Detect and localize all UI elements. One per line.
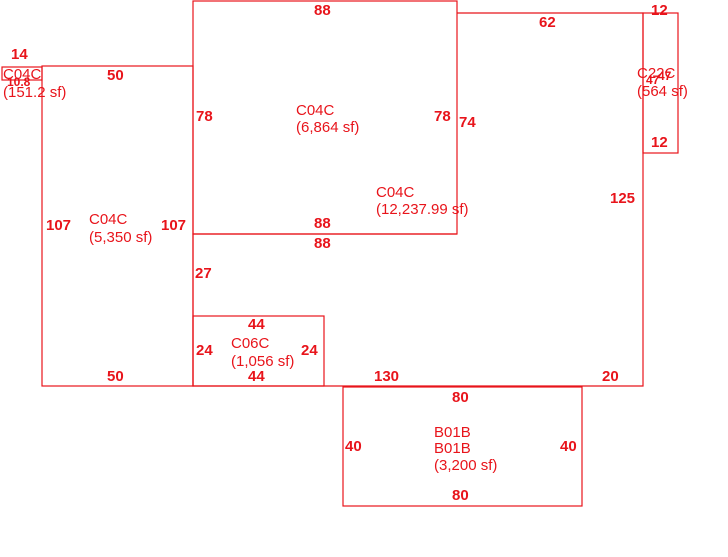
area-c04c-main-dim-bottom: 130 — [374, 368, 399, 385]
area-c04c-upper-dim-bottom: 88 — [314, 215, 331, 232]
area-c22c-size: (564 sf) — [637, 83, 688, 100]
area-c04c-small[interactable]: 14 10.8 C04C (151.2 sf) — [1, 46, 66, 101]
area-c04c-left-dim-top: 50 — [107, 67, 124, 84]
area-c04c-left-code: C04C — [89, 211, 128, 228]
area-c06c-dim-bottom: 44 — [248, 368, 265, 385]
area-c22c-code: C22C — [637, 65, 676, 82]
area-c04c-main-code: C04C — [376, 184, 415, 201]
area-c06c[interactable]: 44 24 44 24 C06C (1,056 sf) — [192, 315, 325, 387]
area-c22c-dim-left: 47 — [646, 73, 660, 87]
area-c04c-upper-code: C04C — [296, 102, 335, 119]
area-c04c-main-dim-left-upper: 74 — [459, 114, 476, 131]
area-c04c-upper-dim-right: 78 — [434, 108, 451, 125]
area-c06c-code: C06C — [231, 335, 270, 352]
area-c06c-outline — [192, 315, 325, 387]
area-c04c-left-dim-bottom: 50 — [107, 368, 124, 385]
area-c04c-small-size: (151.2 sf) — [3, 84, 66, 101]
area-c04c-upper[interactable]: 88 78 88 78 C04C (6,864 sf) — [192, 0, 458, 235]
area-c22c-dim-bottom: 12 — [651, 134, 668, 151]
area-c04c-main-dim-right: 125 — [610, 190, 635, 207]
area-c22c[interactable]: 12 12 47 47 C22C (564 sf) — [637, 2, 688, 154]
area-c04c-small-overlap-label: 10.8 — [7, 75, 31, 89]
area-c04c-upper-dim-top: 88 — [314, 2, 331, 19]
area-c04c-main-dim-top: 62 — [539, 14, 556, 31]
area-b01b-dim-right: 40 — [560, 438, 577, 455]
area-c04c-left-dim-right: 107 — [161, 217, 186, 234]
area-c04c-main[interactable]: 62 74 125 88 27 130 20 C04C (12,237.99 s… — [192, 12, 644, 387]
area-b01b-size: (3,200 sf) — [434, 457, 497, 474]
area-b01b-code: B01B — [434, 424, 471, 441]
area-c22c-outline — [642, 12, 679, 154]
area-c04c-left[interactable]: 50 107 50 107 C04C (5,350 sf) — [41, 65, 194, 387]
area-b01b-dim-bottom: 80 — [452, 487, 469, 504]
area-c04c-main-dim-left-lower: 27 — [195, 265, 212, 282]
area-c04c-main-dim-bottom-right: 20 — [602, 368, 619, 385]
area-c04c-left-dim-left: 107 — [46, 217, 71, 234]
area-c06c-dim-top: 44 — [248, 316, 265, 333]
area-c22c-dim-right: 47 — [658, 69, 672, 83]
area-b01b-outline — [342, 386, 583, 507]
area-b01b[interactable]: 80 40 80 40 B01B B01B (3,200 sf) — [342, 386, 583, 507]
area-c04c-small-dim-top: 14 — [11, 46, 28, 63]
area-c04c-left-size: (5,350 sf) — [89, 229, 152, 246]
area-b01b-code-second: B01B — [434, 440, 471, 457]
area-c04c-small-code: C04C — [3, 66, 42, 83]
area-c22c-dim-top: 12 — [651, 2, 668, 19]
area-c04c-main-size: (12,237.99 sf) — [376, 201, 469, 218]
area-c04c-main-dim-inner-top: 88 — [314, 235, 331, 252]
area-b01b-dim-left: 40 — [345, 438, 362, 455]
area-c04c-main-outline — [192, 12, 644, 387]
area-c06c-size: (1,056 sf) — [231, 353, 294, 370]
area-c06c-dim-left: 24 — [196, 342, 213, 359]
area-c04c-upper-size: (6,864 sf) — [296, 119, 359, 136]
area-c06c-dim-right: 24 — [301, 342, 318, 359]
area-c04c-upper-dim-left: 78 — [196, 108, 213, 125]
area-b01b-dim-top: 80 — [452, 389, 469, 406]
